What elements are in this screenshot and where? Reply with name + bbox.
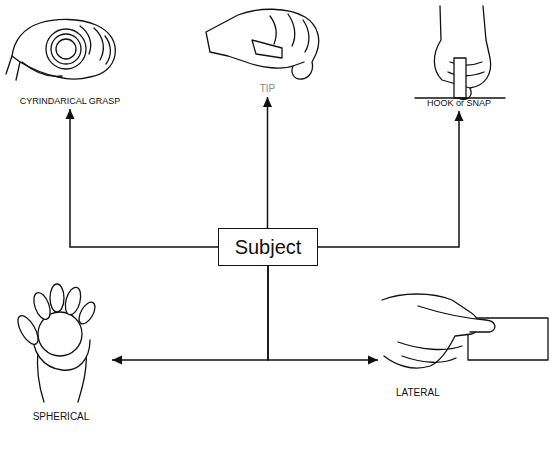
arrow-head (66, 109, 75, 119)
connector-line (70, 109, 218, 247)
box-label: Subject (235, 236, 302, 259)
connector-line (318, 111, 459, 247)
arrow-head (263, 97, 272, 107)
grasp-label: CYRINDARICAL GRASP (20, 96, 121, 106)
arrow-head (112, 356, 122, 365)
connector-line (112, 266, 268, 360)
tip-hand (206, 9, 319, 79)
arrow-connector (263, 97, 272, 228)
grasp-label: SPHERICAL (33, 411, 90, 423)
subject-box: Subject (218, 228, 318, 266)
grasp-figure: TIP (205, 2, 330, 94)
arrow-head (455, 111, 464, 121)
connector-line (268, 266, 378, 360)
cylindrical-hand (6, 19, 115, 80)
arrow-connector (318, 111, 464, 247)
grasp-figure: HOOK or SNAP (408, 2, 510, 108)
hook-hand (415, 6, 505, 99)
grasp-figure: CYRINDARICAL GRASP (10, 15, 130, 106)
arrow-connector (112, 266, 268, 365)
grasp-label: HOOK or SNAP (427, 98, 491, 108)
grasp-figure: LATERAL (380, 288, 548, 398)
grasp-label: TIP (260, 83, 276, 95)
arrow-head (368, 356, 378, 365)
grasp-label: LATERAL (396, 387, 440, 399)
arrow-connector (66, 109, 219, 247)
grasp-figure: SPHERICAL (12, 282, 110, 422)
arrow-connector (268, 266, 378, 365)
connector-line (267, 97, 269, 228)
spherical-hand (14, 284, 98, 402)
lateral-hand (382, 294, 548, 368)
